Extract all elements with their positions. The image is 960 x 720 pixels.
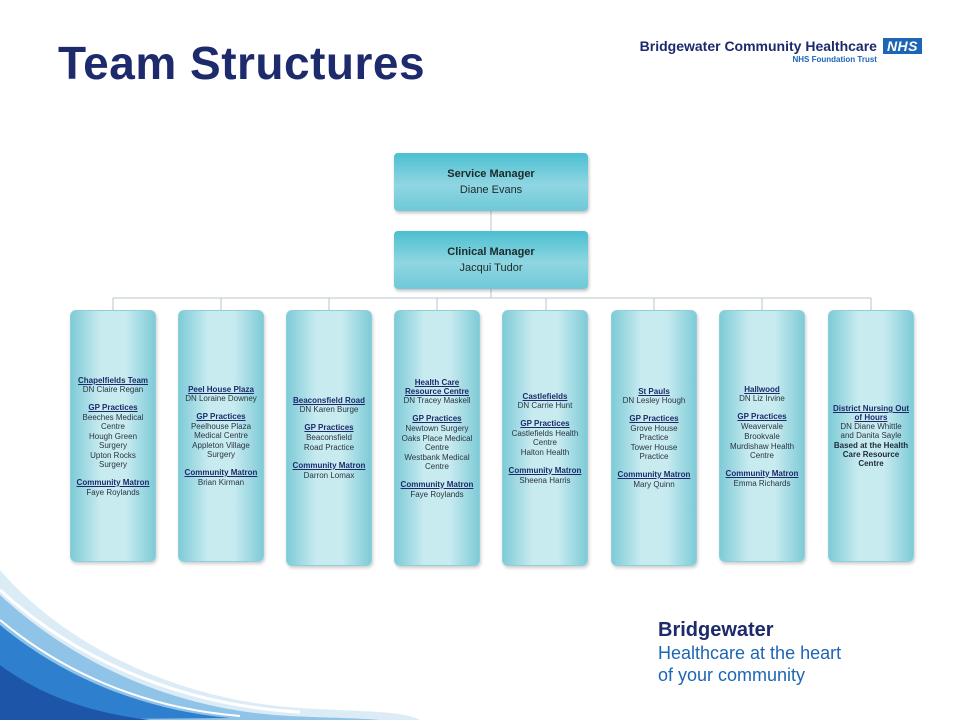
footer-tagline-line-1: Healthcare at the heart [658, 643, 842, 663]
team-section-heading: Community Matron [617, 470, 691, 479]
team-section-line: Hough Green Surgery [88, 431, 138, 450]
team-section-line: Faye Roylands [410, 489, 464, 499]
team-title: Beaconsfield Road [292, 396, 365, 405]
team-section-line: Road Practice [303, 443, 355, 452]
team-section-line: Westbank Medical Centre [404, 452, 470, 471]
nhs-logo-icon: NHS [882, 38, 922, 54]
team-lead: DN Lesley Hough [622, 396, 686, 405]
team-section-line: Sheena Harris [519, 475, 571, 485]
team-title: District Nursing Out of Hours [833, 404, 910, 422]
team-title: Chapelfields Team [77, 375, 149, 385]
team-section-heading: Community Matron [184, 468, 258, 477]
footer-brand: Bridgewater [658, 619, 774, 641]
team-lead: DN Liz Irvine [739, 393, 785, 403]
org-name: Bridgewater Community Healthcare [639, 38, 877, 54]
team-section-heading: Community Matron [400, 479, 474, 489]
team-section-heading: GP Practices [196, 412, 246, 421]
team-section-line: Peelhouse Plaza Medical Centre [190, 422, 252, 440]
org-logo: Bridgewater Community Healthcare NHS Fou… [640, 38, 922, 66]
team-section-line: Brookvale [744, 431, 780, 441]
team-section-heading: GP Practices [412, 413, 462, 423]
team-section-line: Beaconsfield [306, 433, 352, 442]
team-title: Hallwood [744, 384, 780, 394]
team-section-line: Beeches Medical Centre [82, 412, 144, 431]
team-section-heading: Community Matron [508, 465, 582, 475]
page-title: Team Structures [58, 37, 426, 89]
org-logo-text: Bridgewater Community Healthcare NHS Fou… [640, 38, 877, 66]
team-section-line: Tower House Practice [630, 443, 678, 461]
team-section-line: Mary Quinn [633, 480, 675, 489]
team-section-line: Grove House Practice [630, 424, 678, 442]
team-section-heading: GP Practices [304, 423, 354, 432]
team-section-line: Upton Rocks Surgery [90, 450, 136, 469]
team-section-line: Appleton Village Surgery [192, 441, 250, 459]
team-section-line: Emma Richards [733, 478, 791, 488]
team-section-line: Newtown Surgery [405, 423, 469, 433]
team-title: Castlefields [522, 391, 568, 401]
team-lead: DN Carrie Hunt [517, 400, 573, 410]
footer-tagline: Bridgewater Healthcare at the heart of y… [658, 618, 841, 686]
team-lead: DN Diane Whittle and Danita Sayle [840, 422, 902, 440]
team-section-heading: Community Matron [725, 468, 799, 478]
clinical-manager-role: Clinical Manager [447, 245, 535, 258]
team-section-line: Darron Lomax [303, 471, 355, 480]
service-manager-box: Service Manager Diane Evans [394, 153, 588, 211]
team-section-line: Faye Roylands [86, 487, 140, 497]
team-note: Based at the Health Care Resource Centre [833, 441, 909, 468]
footer-tagline-line-2: of your community [658, 665, 806, 685]
team-title: Peel House Plaza [188, 385, 254, 394]
team-section-heading: GP Practices [88, 402, 138, 412]
team-lead: DN Karen Burge [299, 405, 359, 414]
team-lead: DN Claire Regan [82, 384, 144, 394]
team-section-heading: GP Practices [629, 414, 679, 423]
team-lead: DN Loraine Downey [185, 394, 257, 403]
team-section-heading: Community Matron [76, 477, 150, 487]
team-section-line: Oaks Place Medical Centre [401, 433, 473, 452]
org-trust: NHS Foundation Trust [792, 55, 877, 64]
team-title: Health Care Resource Centre [404, 377, 470, 396]
team-section-line: Castlefields Health Centre [511, 428, 579, 447]
team-section-line: Brian Kirman [197, 478, 245, 487]
team-section-line: Halton Health [520, 447, 570, 457]
team-title: St Pauls [638, 387, 670, 396]
clinical-manager-box: Clinical Manager Jacqui Tudor [394, 231, 588, 289]
team-lead: DN Tracey Maskell [403, 395, 471, 405]
team-section-heading: GP Practices [520, 418, 570, 428]
clinical-manager-name: Jacqui Tudor [459, 261, 523, 274]
service-manager-name: Diane Evans [459, 183, 523, 196]
service-manager-role: Service Manager [447, 167, 535, 180]
team-section-line: Murdishaw Health Centre [729, 441, 795, 460]
team-section-line: Weavervale [740, 421, 784, 431]
team-section-heading: Community Matron [292, 461, 366, 470]
decorative-wave-graphic [0, 570, 420, 720]
team-section-heading: GP Practices [737, 411, 787, 421]
